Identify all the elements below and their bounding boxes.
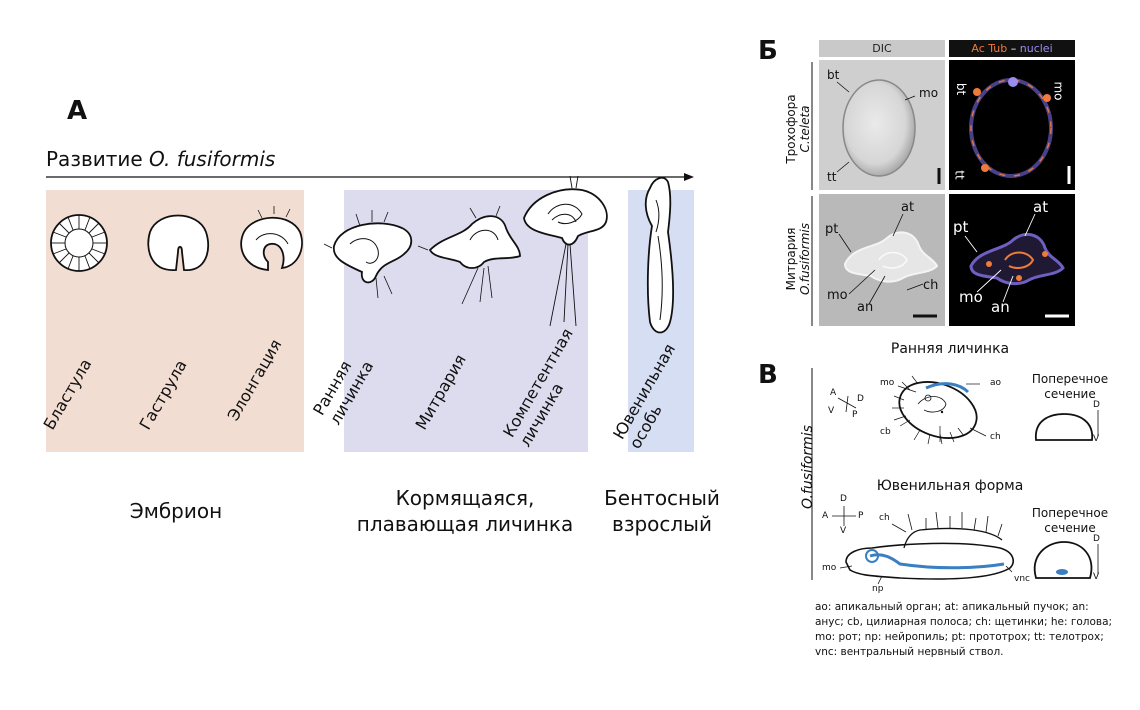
elongation-drawing bbox=[240, 206, 303, 271]
dic-trochophore-svg bbox=[836, 79, 941, 184]
panel-v-schematics bbox=[811, 368, 1099, 585]
early-label-ch: ch bbox=[990, 432, 1001, 442]
development-title-species: O. fusiformis bbox=[149, 147, 276, 171]
group-label-adult-line1: Бентосный bbox=[604, 486, 720, 510]
early-label-ao: ao bbox=[990, 378, 1002, 388]
legend-line: mo: рот; np: нейропиль; pt: прототрох; t… bbox=[815, 631, 1104, 643]
cross-section-juvenile-line1: Поперечное bbox=[1031, 506, 1109, 520]
dic-troch-label-bt: bt bbox=[827, 68, 840, 82]
fluo-mitr-label-mo: mo bbox=[959, 288, 983, 306]
fluo-mitr-label-pt: pt bbox=[953, 218, 969, 236]
juvenile-axes bbox=[832, 506, 856, 526]
trochophore-body bbox=[842, 79, 916, 177]
early-larva-schematic bbox=[892, 375, 987, 445]
juv-cs-axis-v: V bbox=[1093, 572, 1100, 582]
nuclei-label: nuclei bbox=[1019, 42, 1053, 55]
dic-mitr-label-pt: pt bbox=[825, 222, 839, 237]
early-larva-drawing bbox=[323, 210, 413, 299]
dic-mitraria-svg bbox=[838, 213, 939, 318]
early-cross-section bbox=[1035, 410, 1099, 441]
early-label-mo: mo bbox=[880, 378, 895, 388]
cross-section-juvenile-label: Поперечное сечение bbox=[1020, 506, 1120, 536]
group-label-larva-line1: Кормящаяся, bbox=[395, 486, 535, 510]
development-title: Развитие O. fusiformis bbox=[46, 147, 275, 171]
juv-label-ch: ch bbox=[879, 513, 890, 523]
development-title-prefix: Развитие bbox=[46, 147, 150, 171]
juvenile-form-title: Ювенильная форма bbox=[876, 478, 1024, 494]
abbreviation-legend: ao: апикальный орган; at: апикальный пуч… bbox=[815, 600, 1135, 660]
juvenile-cross-section bbox=[1033, 541, 1099, 579]
juv-label-np: np bbox=[872, 584, 884, 594]
early-label-cb: cb bbox=[880, 427, 891, 437]
timeline-arrow bbox=[46, 173, 694, 181]
juv-axis-d: D bbox=[840, 494, 847, 504]
fluo-trochophore-svg bbox=[969, 77, 1071, 184]
panel-b-separators bbox=[811, 62, 813, 326]
juv-label-vnc: vnc bbox=[1014, 574, 1030, 584]
dic-mitr-label-ch: ch bbox=[923, 278, 939, 293]
panel-b-letter: Б bbox=[758, 36, 778, 66]
early-cs-axis-d: D bbox=[1093, 400, 1100, 410]
dic-mitr-label-at: at bbox=[901, 200, 915, 215]
juv-label-mo: mo bbox=[822, 563, 837, 573]
early-axes bbox=[837, 395, 857, 413]
fluo-mitr-label-an: an bbox=[991, 298, 1010, 316]
group-label-larva-line2: плавающая личинка bbox=[356, 512, 574, 536]
early-axis-a: A bbox=[830, 388, 837, 398]
fluo-mitr-label-at: at bbox=[1033, 198, 1049, 216]
group-label-adult: Бентосный взрослый bbox=[592, 485, 732, 537]
cross-section-juvenile-line2: сечение bbox=[1044, 521, 1096, 535]
juv-axis-a: A bbox=[822, 511, 829, 521]
gastrula-drawing bbox=[147, 214, 210, 271]
dic-troch-label-mo: mo bbox=[919, 86, 939, 100]
juv-cs-axis-d: D bbox=[1093, 534, 1100, 544]
blastula-drawing bbox=[50, 214, 108, 272]
competent-larva-drawing bbox=[523, 175, 608, 327]
early-larva-title: Ранняя личинка bbox=[890, 341, 1010, 357]
group-label-adult-line2: взрослый bbox=[612, 512, 712, 536]
cross-section-early-line2: сечение bbox=[1044, 387, 1096, 401]
mitraria-body bbox=[843, 231, 939, 283]
group-label-larva: Кормящаяся, плавающая личинка bbox=[340, 485, 590, 537]
development-diagram bbox=[46, 173, 694, 334]
juvenile-drawing bbox=[644, 176, 674, 334]
cross-section-early-line1: Поперечное bbox=[1031, 372, 1109, 386]
early-axis-v: V bbox=[828, 406, 835, 416]
juv-axis-p: P bbox=[858, 511, 864, 521]
juvenile-schematic bbox=[839, 511, 1014, 585]
dic-header: DIC bbox=[819, 40, 945, 57]
group-label-embryo: Эмбрион bbox=[129, 499, 223, 523]
dic-troch-label-tt: tt bbox=[827, 170, 837, 184]
juv-axis-v: V bbox=[840, 526, 847, 536]
header-dash: – bbox=[1007, 42, 1020, 55]
panel-a-letter: А bbox=[67, 96, 88, 126]
fluo-mitraria-image: at pt mo an bbox=[949, 194, 1075, 326]
actub-label: Ac Tub bbox=[971, 42, 1008, 55]
mitraria-drawing bbox=[417, 205, 521, 305]
early-cs-axis-v: V bbox=[1093, 434, 1100, 444]
dic-mitraria-image: at pt mo an ch bbox=[819, 194, 945, 326]
early-axis-d: D bbox=[857, 394, 864, 404]
panel-v-letter: В bbox=[758, 360, 778, 390]
legend-line: ao: апикальный орган; at: апикальный пуч… bbox=[815, 601, 1089, 613]
early-axis-p: P bbox=[852, 410, 858, 420]
dic-mitr-label-mo: mo bbox=[827, 288, 848, 303]
dic-trochophore-image: bt mo tt bbox=[819, 60, 945, 190]
fluo-trochophore-image: bt mo tt bbox=[949, 60, 1075, 190]
legend-line: анус; cb, цилиарная полоса; ch: щетинки;… bbox=[815, 616, 1113, 628]
legend-line: vnc: вентральный нервный ствол. bbox=[815, 646, 1004, 658]
fluo-header: Ac Tub – nuclei bbox=[949, 40, 1075, 57]
fluo-mitraria-svg bbox=[964, 213, 1069, 318]
cross-section-early-label: Поперечное сечение bbox=[1020, 372, 1120, 402]
dic-mitr-label-an: an bbox=[857, 300, 874, 315]
